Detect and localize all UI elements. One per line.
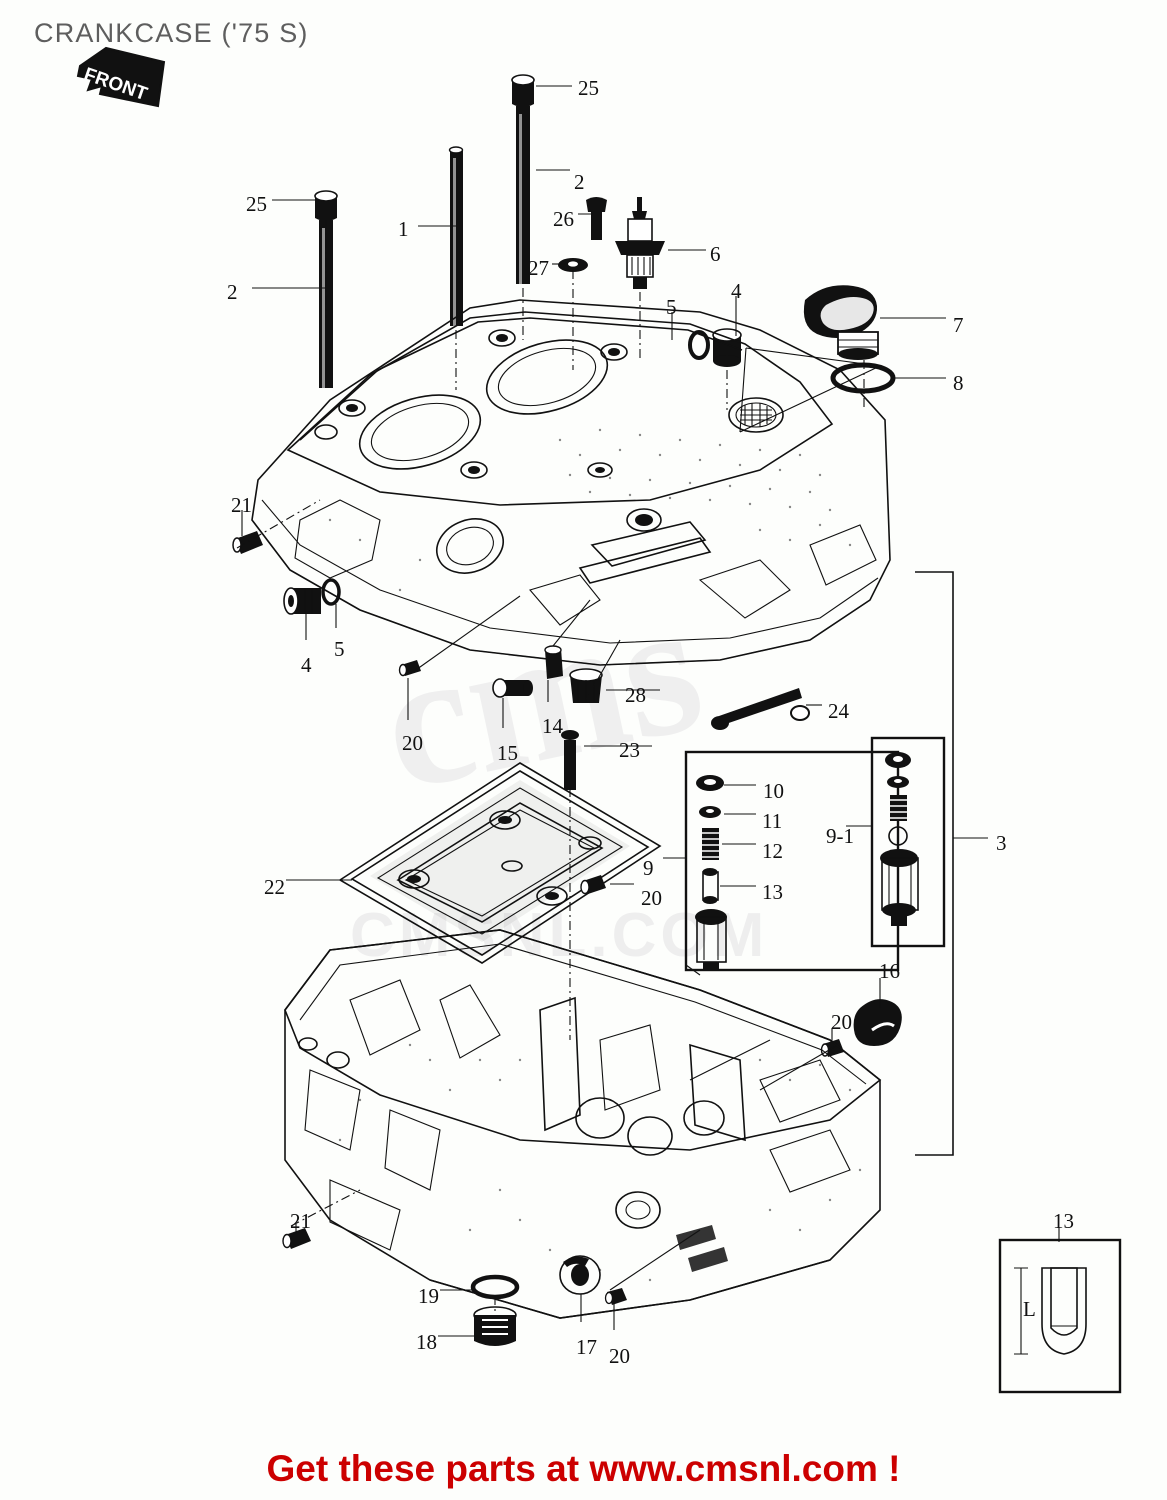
callout-plug-left[interactable]: 4 (301, 653, 312, 677)
lower-crankcase-half (284, 929, 882, 1319)
callout-dowel-pin-right[interactable]: 20 (831, 1010, 852, 1034)
oil-drain-plug-18 (473, 1306, 517, 1346)
oil-filler-cap-7 (803, 285, 879, 360)
callout-nut-on-stud-left[interactable]: 25 (246, 192, 267, 216)
bolt-14 (544, 645, 563, 679)
callout-oil-pan-gasket[interactable]: 22 (264, 875, 285, 899)
dowel-pin-21-upper (232, 531, 263, 554)
washer-27 (558, 258, 588, 272)
o-ring-8 (830, 362, 896, 394)
bolt-23 (561, 730, 579, 790)
bolt-15 (492, 678, 533, 698)
callout-spring[interactable]: 12 (762, 839, 783, 863)
callout-oil-filler-cap[interactable]: 7 (953, 313, 964, 337)
stud-bolt-1 (448, 146, 464, 326)
drain-plug-gasket-19 (470, 1274, 520, 1300)
plug-4-left (283, 587, 321, 615)
callout-cotter-pin[interactable]: 10 (763, 779, 784, 803)
callout-oil-pipe-rod[interactable]: 24 (828, 699, 849, 723)
svg-text:L: L (1023, 1297, 1036, 1321)
callout-dowel-pin[interactable]: 20 (402, 731, 423, 755)
callout-nut-on-stud-center[interactable]: 25 (578, 76, 599, 100)
oil-seal-cap-16 (853, 999, 902, 1046)
dowel-pin-20-d (604, 1288, 627, 1305)
bearing-bush-17 (559, 1255, 601, 1295)
callout-dowel-pin-lower-left[interactable]: 21 (290, 1209, 311, 1233)
callout-plug-upper[interactable]: 4 (731, 279, 742, 303)
callout-o-ring-upper[interactable]: 5 (666, 295, 677, 319)
callout-relief-valve-assembly-alt[interactable]: 9-1 (826, 824, 854, 848)
callout-washer[interactable]: 27 (528, 256, 549, 280)
callout-drain-plug-gasket[interactable]: 19 (418, 1284, 439, 1308)
oil-pipe-rod-24 (711, 688, 810, 730)
bracket-3 (915, 571, 954, 1156)
stud-bolt-2-center (516, 106, 530, 284)
callout-breather-fitting[interactable]: 28 (625, 683, 646, 707)
dowel-pin-21-lower (282, 1228, 311, 1249)
front-arrow-icon (76, 46, 166, 108)
dowel-pin-20-b (580, 875, 606, 895)
screw-26 (586, 197, 607, 240)
callout-oil-seal-cap[interactable]: 16 (879, 959, 900, 983)
callout-crankcase-set-bracket[interactable]: 3 (996, 831, 1007, 855)
callout-o-ring-filler-cap[interactable]: 8 (953, 371, 964, 395)
detail-box-13: L (998, 1238, 1122, 1394)
callout-bearing-bush[interactable]: 17 (576, 1335, 597, 1359)
callout-washer-small[interactable]: 11 (762, 809, 783, 833)
callout-oil-drain-plug[interactable]: 18 (416, 1330, 437, 1354)
callout-bolt-long[interactable]: 23 (619, 738, 640, 762)
callout-bolt-small[interactable]: 14 (542, 714, 563, 738)
dowel-pin-20-a (398, 660, 421, 677)
nut-25-left (314, 190, 338, 221)
front-direction-badge: FRONT (66, 46, 166, 112)
callout-stud-bolt-left[interactable]: 2 (227, 280, 238, 304)
o-ring-5-left (321, 578, 341, 606)
callout-oil-pressure-switch[interactable]: 6 (710, 242, 721, 266)
callout-stud-bolt-center[interactable]: 2 (574, 170, 585, 194)
breather-fitting-28 (569, 668, 603, 703)
leader-lines (236, 85, 1060, 1337)
callout-bolt[interactable]: 15 (497, 741, 518, 765)
plug-4-upper (712, 328, 742, 367)
callout-steel-ball-detail[interactable]: 13 (1053, 1209, 1074, 1233)
callout-stud-bolt-long[interactable]: 1 (398, 217, 409, 241)
footer-promo-text: Get these parts at www.cmsnl.com ! (266, 1448, 901, 1489)
nut-25-center (511, 74, 535, 107)
callout-o-ring-left[interactable]: 5 (334, 637, 345, 661)
callout-dowel-pin-lower[interactable]: 20 (641, 886, 662, 910)
callout-screw[interactable]: 26 (553, 207, 574, 231)
oil-pan-gasket-22 (338, 762, 662, 964)
oil-pressure-switch-6 (615, 197, 665, 289)
callout-dowel-pin-upper[interactable]: 21 (231, 493, 252, 517)
detail-box-9 (684, 750, 900, 972)
o-ring-5-upper (688, 330, 710, 360)
callout-oil-pressure-relief-valve-assembly[interactable]: 9 (643, 856, 654, 880)
detail-box-9-1 (870, 736, 946, 948)
callout-dowel-pin-bottom[interactable]: 20 (609, 1344, 630, 1368)
page-title: CRANKCASE ('75 S) (34, 18, 309, 48)
upper-crankcase-half (251, 299, 891, 666)
callout-steel-ball-piston[interactable]: 13 (762, 880, 783, 904)
